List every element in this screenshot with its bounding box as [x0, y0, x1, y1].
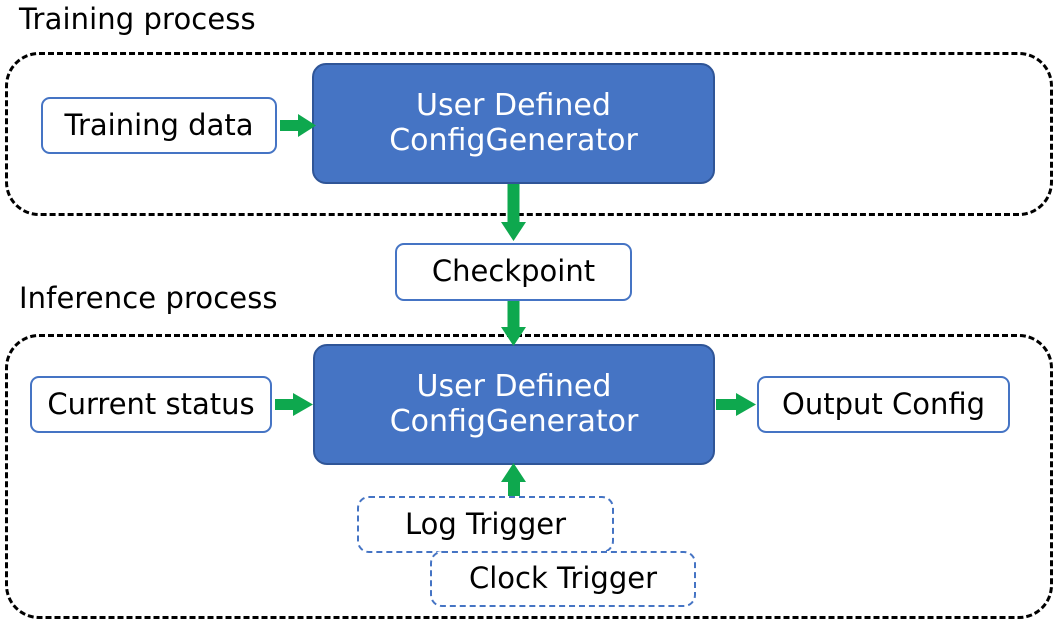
current-status-box[interactable]: Current status: [30, 376, 272, 433]
checkpoint-box[interactable]: Checkpoint: [395, 243, 632, 301]
output-config-box[interactable]: Output Config: [757, 376, 1010, 433]
log-trigger-box[interactable]: Log Trigger: [357, 496, 614, 553]
training-process-container: [5, 52, 1053, 216]
training-config-generator-line2: ConfigGenerator: [389, 122, 638, 158]
training-config-generator-line1: User Defined: [416, 88, 611, 124]
inference-process-container: [5, 334, 1053, 619]
inference-process-caption: Inference process: [19, 281, 278, 315]
inference-config-generator-line1: User Defined: [416, 369, 612, 405]
training-process-caption: Training process: [19, 2, 256, 36]
inference-config-generator-line2: ConfigGenerator: [389, 403, 639, 439]
training-data-box[interactable]: Training data: [41, 97, 277, 154]
inference-config-generator-box[interactable]: User Defined ConfigGenerator: [313, 344, 715, 465]
clock-trigger-box[interactable]: Clock Trigger: [430, 551, 696, 607]
training-config-generator-box[interactable]: User Defined ConfigGenerator: [312, 63, 715, 184]
